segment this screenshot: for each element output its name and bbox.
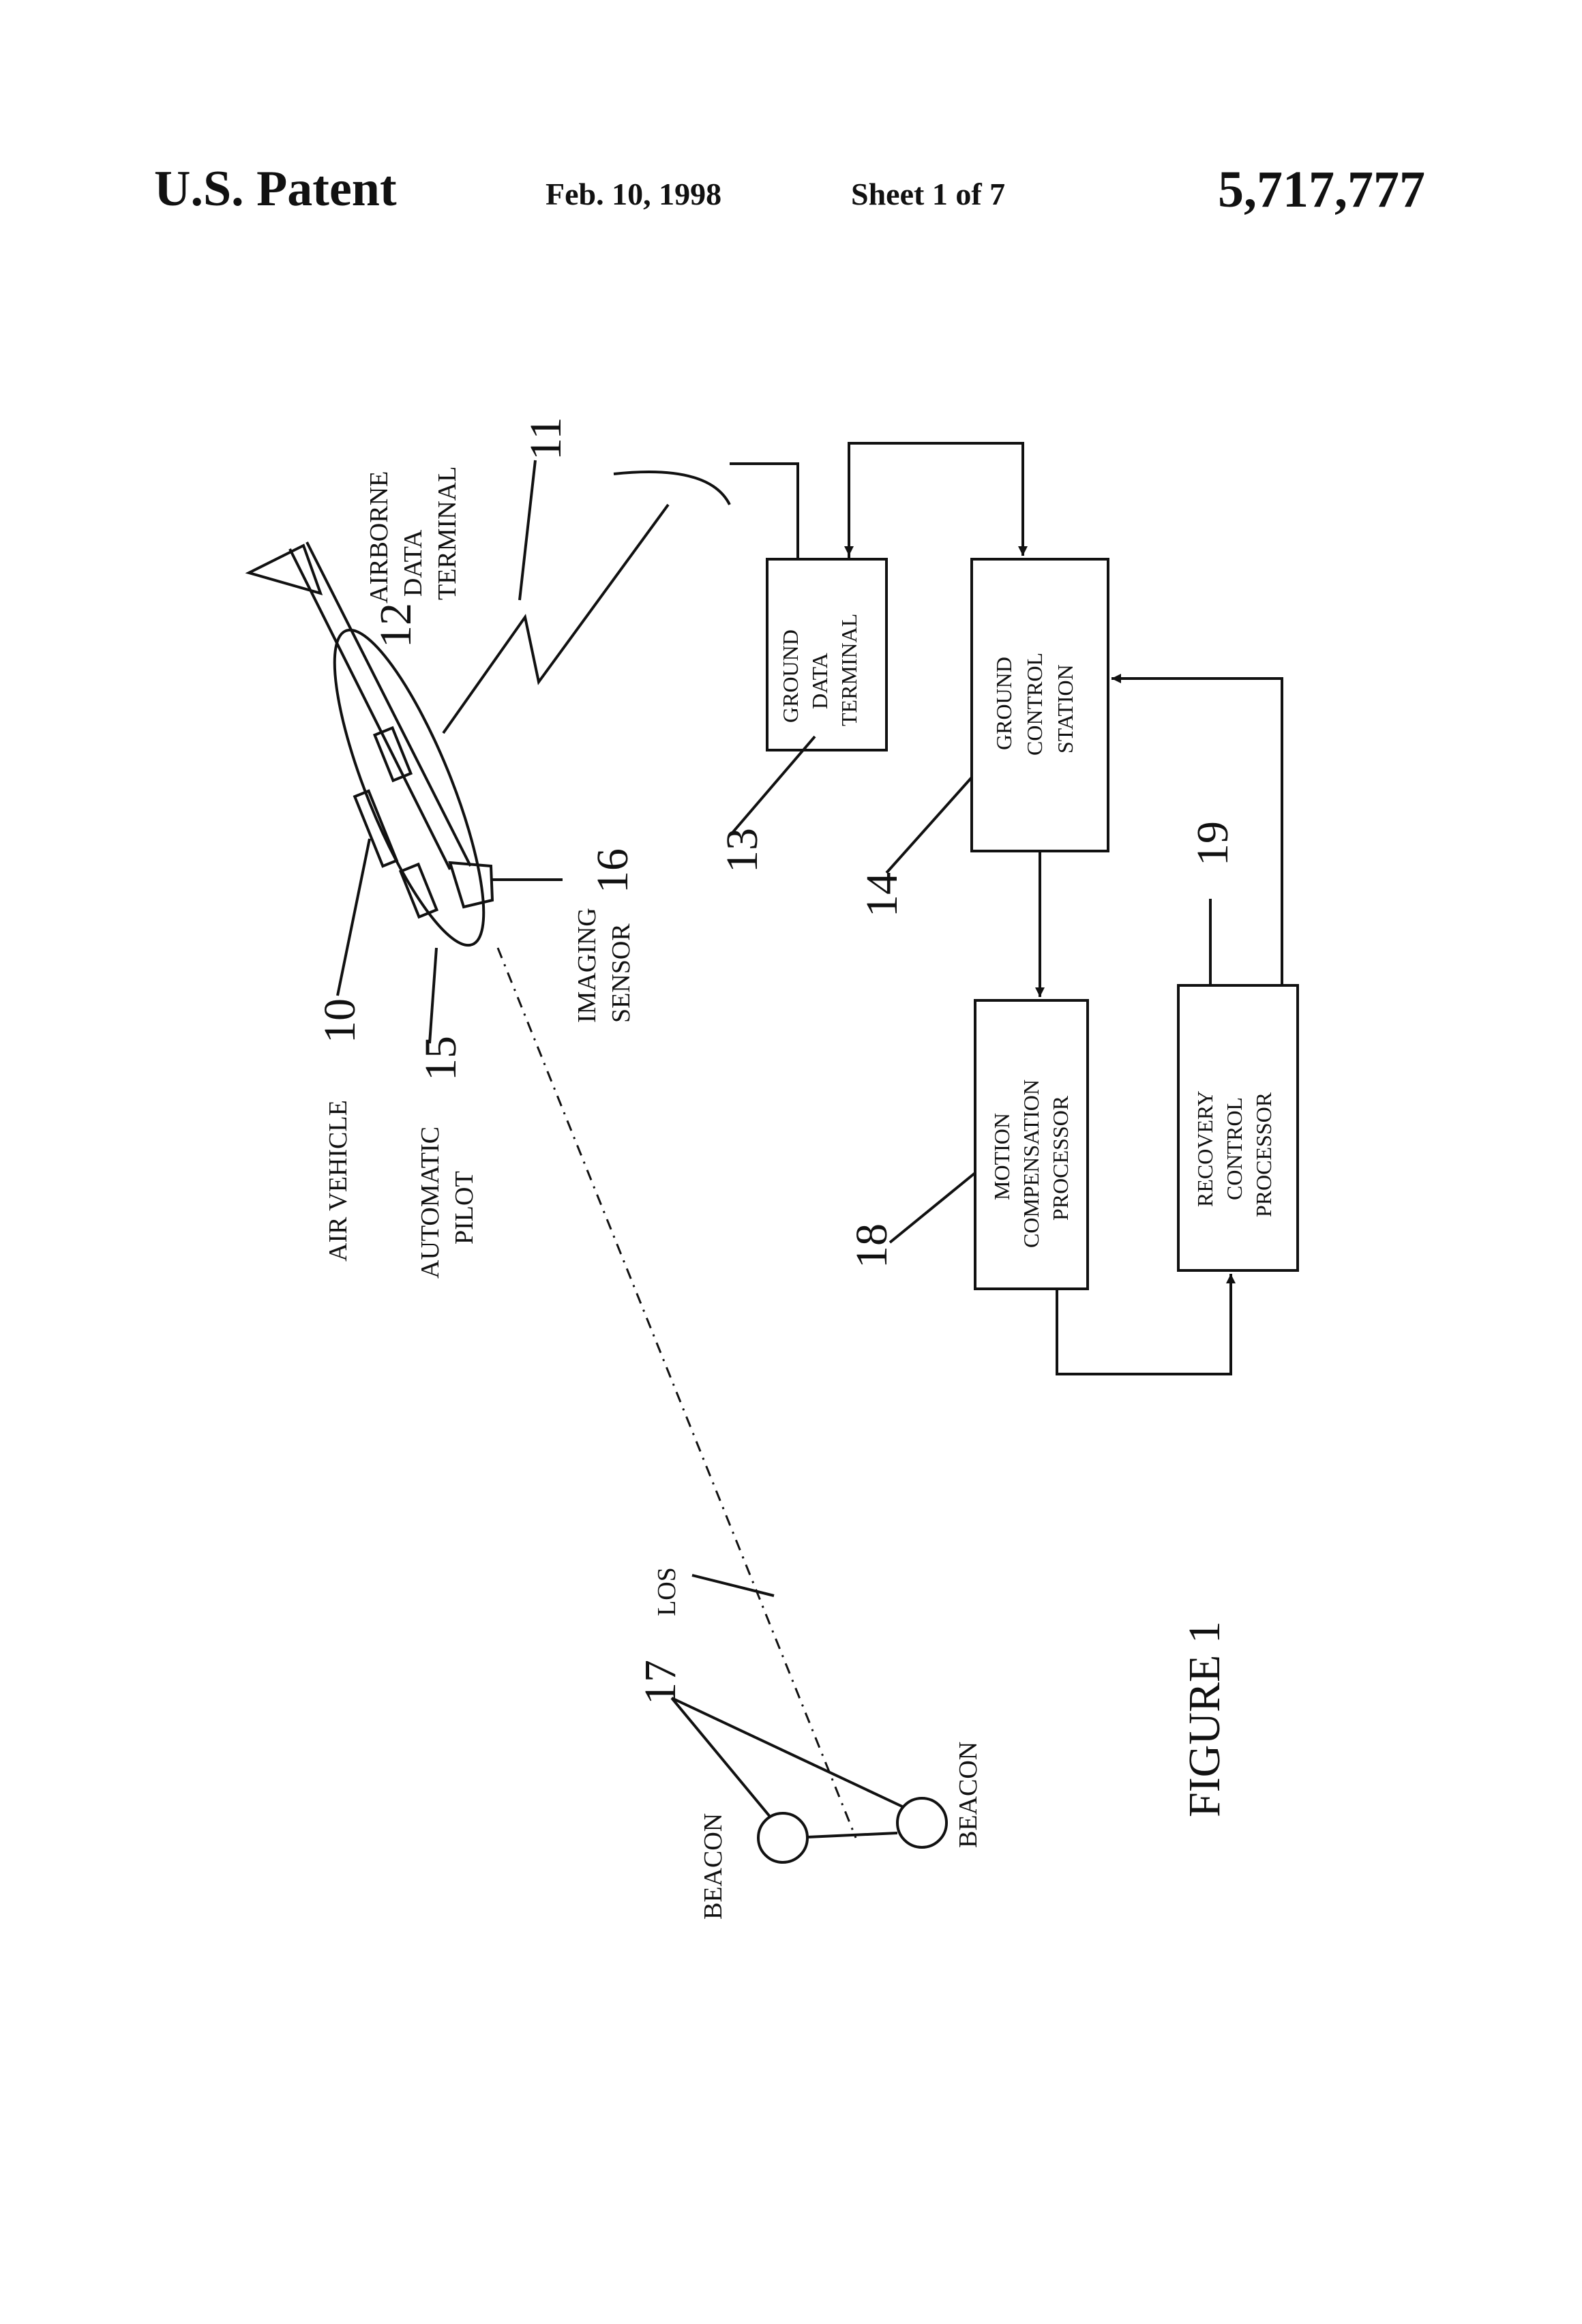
- gcs-line1: GROUND: [991, 657, 1016, 750]
- airborne-label: AIRBORNE: [365, 471, 393, 604]
- beacon-right-label: BEACON: [954, 1742, 983, 1848]
- ref-13: 13: [717, 828, 767, 873]
- gdt-line1: GROUND: [778, 629, 803, 723]
- ref-12: 12: [371, 603, 421, 648]
- ref-19: 19: [1188, 821, 1238, 866]
- imaging-label: IMAGING: [573, 908, 601, 1023]
- beacon-left-circle: [758, 1813, 807, 1862]
- figure-caption: FIGURE 1: [1180, 1621, 1229, 1817]
- beacon-left-label: BEACON: [699, 1813, 728, 1920]
- rcp-line1: RECOVERY: [1193, 1090, 1217, 1207]
- ground-antenna: [614, 472, 730, 505]
- rcp-line2: CONTROL: [1222, 1097, 1247, 1200]
- ref-15: 15: [416, 1036, 466, 1081]
- air-vehicle-label: AIR VEHICLE: [324, 1100, 353, 1262]
- gdt-line3: TERMINAL: [837, 614, 861, 726]
- rcp-line3: PROCESSOR: [1251, 1092, 1276, 1217]
- ref-14: 14: [857, 872, 907, 917]
- ref-11: 11: [521, 417, 571, 460]
- ref-10: 10: [315, 998, 365, 1043]
- mcp-line2: COMPENSATION: [1019, 1079, 1043, 1248]
- gdt-line2: DATA: [807, 653, 832, 709]
- ref-18: 18: [847, 1223, 897, 1268]
- sensor-label: SENSOR: [607, 923, 636, 1023]
- terminal-label: TERMINAL: [433, 466, 462, 600]
- gcs-line3: STATION: [1053, 664, 1077, 754]
- mcp-line1: MOTION: [989, 1113, 1014, 1200]
- mcp-line3: PROCESSOR: [1048, 1095, 1073, 1221]
- automatic-label: AUTOMATIC: [416, 1127, 445, 1279]
- data-label: DATA: [399, 529, 428, 597]
- ref-17: 17: [636, 1660, 685, 1705]
- gcs-line2: CONTROL: [1022, 653, 1047, 756]
- beacon-right-circle: [897, 1798, 946, 1847]
- data-link-line: [443, 505, 668, 733]
- pilot-label: PILOT: [450, 1171, 479, 1245]
- ref-16: 16: [588, 848, 638, 893]
- los-label: LOS: [653, 1567, 681, 1616]
- autopilot-unit: [401, 864, 437, 917]
